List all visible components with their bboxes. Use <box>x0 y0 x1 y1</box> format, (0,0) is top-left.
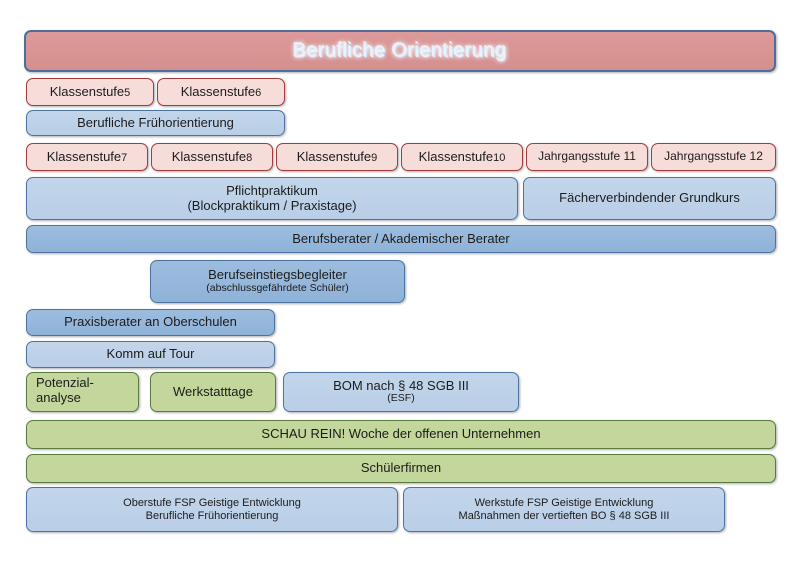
grade-number: 12 <box>749 149 763 164</box>
measure-berufliche-fruehorientierung[interactable]: Berufliche Frühorientierung <box>26 110 285 136</box>
measure-label: Berufsberater / Akademischer Berater <box>292 230 510 246</box>
grade-label: Klassenstufe5 <box>49 83 131 100</box>
measure-potenzialanalyse[interactable]: Potenzial- analyse <box>26 372 139 412</box>
grade-box-klassenstufe-8[interactable]: Klassenstufe8 <box>151 143 273 171</box>
measure-label: Fächerverbindender Grundkurs <box>559 190 740 206</box>
grade-label: Jahrgangsstufe 11 <box>538 149 636 164</box>
grade-number: 7 <box>121 151 128 164</box>
measure-label-line1: Werkstufe FSP Geistige Entwicklung <box>474 496 654 509</box>
measure-label: Berufliche Frühorientierung <box>77 114 234 130</box>
grade-word: Klassenstufe <box>46 148 122 164</box>
grade-box-klassenstufe-10[interactable]: Klassenstufe10 <box>401 143 523 171</box>
measure-berufseinstiegsbegleiter[interactable]: Berufseinstiegsbegleiter (abschlussgefäh… <box>150 260 405 303</box>
measure-label-line2: Berufliche Frühorientierung <box>145 509 279 522</box>
measure-label: Schülerfirmen <box>360 460 442 476</box>
grade-label: Jahrgangsstufe 12 <box>664 149 763 164</box>
measure-label-line1: Potenzial- <box>36 375 94 390</box>
measure-praxisberater-an-oberschulen[interactable]: Praxisberater an Oberschulen <box>26 309 275 336</box>
grade-number: 6 <box>255 86 262 99</box>
grade-word: Klassenstufe <box>49 83 125 99</box>
measure-label-line2: analyse <box>36 389 81 405</box>
measure-sublabel: (abschlussgefährdete Schüler) <box>206 281 349 294</box>
diagram-title-banner: Berufliche Orientierung <box>24 30 776 72</box>
grade-label: Klassenstufe10 <box>418 148 506 165</box>
grade-box-klassenstufe-5[interactable]: Klassenstufe5 <box>26 78 154 106</box>
measure-pflichtpraktikum[interactable]: Pflichtpraktikum (Blockpraktikum / Praxi… <box>26 177 518 220</box>
measure-label-line1: Oberstufe FSP Geistige Entwicklung <box>123 496 301 509</box>
grade-box-klassenstufe-7[interactable]: Klassenstufe7 <box>26 143 148 171</box>
measure-bom-nach-48-sgb-iii[interactable]: BOM nach § 48 SGB III (ESF) <box>283 372 519 412</box>
grade-number: 5 <box>124 86 131 99</box>
grade-number: 8 <box>246 151 253 164</box>
grade-label: Klassenstufe9 <box>296 148 378 165</box>
measure-label: Komm auf Tour <box>106 346 195 362</box>
measure-schuelerfirmen[interactable]: Schülerfirmen <box>26 454 776 483</box>
grade-box-jahrgangsstufe-11[interactable]: Jahrgangsstufe 11 <box>526 143 648 171</box>
grade-label: Klassenstufe6 <box>180 83 262 100</box>
measure-faecherverbindender-grundkurs[interactable]: Fächerverbindender Grundkurs <box>523 177 776 220</box>
grade-word: Jahrgangsstufe <box>538 149 621 164</box>
grade-label: Klassenstufe7 <box>46 148 128 165</box>
measure-label: BOM nach § 48 SGB III <box>333 377 469 393</box>
measure-sublabel: (Blockpraktikum / Praxistage) <box>187 197 357 213</box>
measure-werkstatttage[interactable]: Werkstatttage <box>150 372 276 412</box>
grade-word: Klassenstufe <box>418 148 494 164</box>
measure-label: Pflichtpraktikum <box>226 182 318 198</box>
grade-box-klassenstufe-9[interactable]: Klassenstufe9 <box>276 143 398 171</box>
diagram-title-label: Berufliche Orientierung <box>293 39 507 62</box>
measure-werkstufe-fsp[interactable]: Werkstufe FSP Geistige Entwicklung Maßna… <box>403 487 725 532</box>
measure-label: Werkstatttage <box>173 383 253 399</box>
grade-word: Klassenstufe <box>180 83 256 99</box>
grade-word: Klassenstufe <box>171 148 247 164</box>
measure-schau-rein[interactable]: SCHAU REIN! Woche der offenen Unternehme… <box>26 420 776 449</box>
grade-word: Klassenstufe <box>296 148 372 164</box>
measure-oberstufe-fsp[interactable]: Oberstufe FSP Geistige Entwicklung Beruf… <box>26 487 398 532</box>
measure-label-line2: Maßnahmen der vertieften BO § 48 SGB III <box>458 509 670 522</box>
grade-word: Jahrgangsstufe <box>664 149 747 164</box>
grade-label: Klassenstufe8 <box>171 148 253 165</box>
measure-berufsberater[interactable]: Berufsberater / Akademischer Berater <box>26 225 776 253</box>
measure-label: SCHAU REIN! Woche der offenen Unternehme… <box>261 426 541 442</box>
grade-number: 10 <box>493 151 506 164</box>
grade-box-jahrgangsstufe-12[interactable]: Jahrgangsstufe 12 <box>651 143 776 171</box>
measure-komm-auf-tour[interactable]: Komm auf Tour <box>26 341 275 368</box>
grade-number: 9 <box>371 151 378 164</box>
measure-label: Praxisberater an Oberschulen <box>64 314 237 330</box>
grade-number: 11 <box>623 149 636 164</box>
measure-label: Berufseinstiegsbegleiter <box>208 267 347 283</box>
measure-sublabel: (ESF) <box>387 392 415 405</box>
grade-box-klassenstufe-6[interactable]: Klassenstufe6 <box>157 78 285 106</box>
